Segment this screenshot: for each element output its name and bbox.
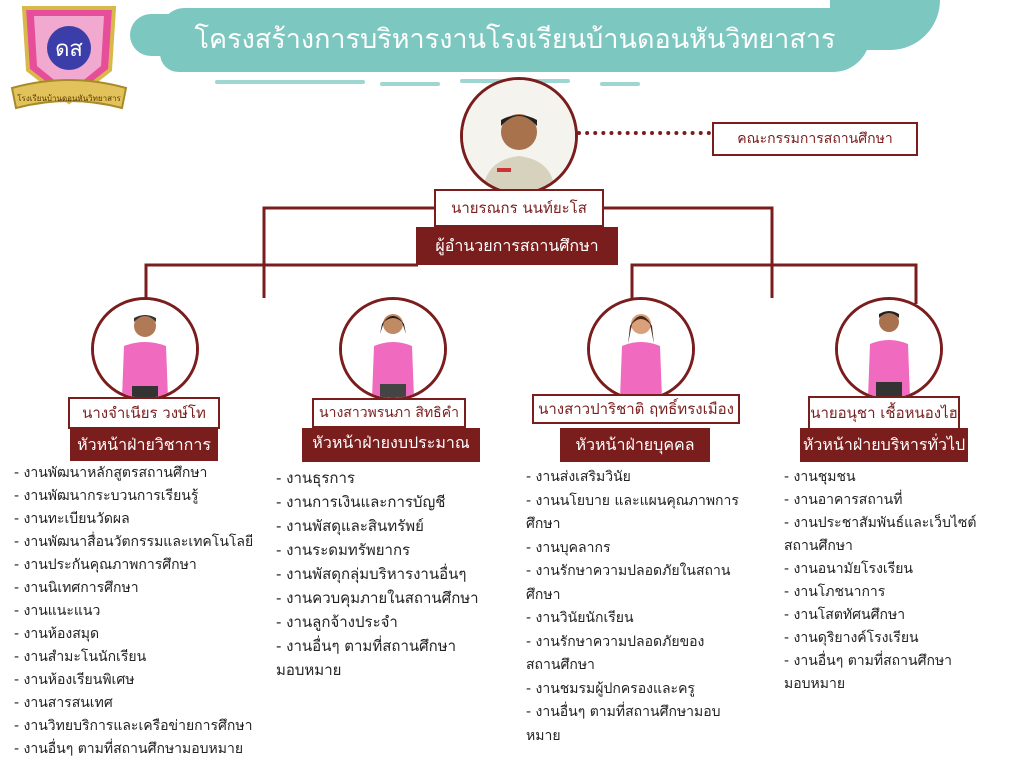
duty-item: - งานพัฒนาสื่อนวัตกรรมและเทคโนโลยี — [14, 534, 254, 550]
director-role: ผู้อำนวยการสถานศึกษา — [416, 227, 618, 265]
duty-item: - งานห้องสมุด — [14, 626, 100, 642]
duty-item: - งานโภชนาการ — [784, 584, 886, 600]
school-logo: ดส โรงเรียนบ้านดอนหันวิทยาสาร — [6, 0, 132, 118]
director-name: นายรณกร นนท์ยะโส — [434, 189, 604, 227]
logo-letters: ดส — [55, 37, 83, 62]
duty-item: - งานพัสดุและสินทรัพย์ — [276, 517, 424, 535]
duty-item: - งานอนามัยโรงเรียน — [784, 561, 913, 577]
director-photo — [460, 77, 578, 195]
department-head-name: นางสาวปาริชาติ ฤทธิ์ทรงเมือง — [532, 394, 740, 424]
board-box: คณะกรรมการสถานศึกษา — [712, 122, 918, 156]
duty-item: - งานการเงินและการบัญชี — [276, 493, 446, 511]
duty-item: - งานบุคลากร — [526, 539, 611, 556]
department-head-photo — [91, 297, 199, 401]
duty-item: ศึกษา — [526, 586, 561, 603]
logo-banner-text: โรงเรียนบ้านดอนหันวิทยาสาร — [17, 93, 121, 103]
duty-item: หมาย — [526, 727, 561, 744]
duty-item: - งานธุรการ — [276, 469, 355, 487]
duty-item: - งานประชาสัมพันธ์และเว็บไซต์ — [784, 515, 977, 531]
duty-item: - งานส่งเสริมวินัย — [526, 469, 631, 485]
department-role: หัวหน้าฝ่ายบริหารทั่วไป — [800, 428, 968, 462]
department-duty-list: - งานธุรการ - งานการเงินและการบัญชี - งา… — [276, 466, 516, 682]
department-head-name: นายอนุชา เชื้อหนองไฮ — [808, 396, 960, 430]
duty-item: - งานดุริยางค์โรงเรียน — [784, 630, 919, 646]
duty-item: - งานวินัยนักเรียน — [526, 610, 634, 626]
duty-item: - งานชุมชน — [784, 469, 856, 485]
duty-item: - งานชมรมผู้ปกครองและครู — [526, 680, 695, 697]
duty-item: - งานอื่นๆ ตามที่สถานศึกษา — [276, 637, 457, 655]
paint-splash — [380, 82, 440, 86]
paint-splash — [600, 82, 640, 86]
duty-item: - งานวิทยบริการและเครือข่ายการศึกษา — [14, 718, 253, 734]
department-head-name: นางสาวพรนภา สิทธิคำ — [312, 398, 466, 428]
department-duty-list: - งานชุมชน - งานอาคารสถานที่ - งานประชาส… — [784, 466, 1004, 696]
duty-item: - งานสารสนเทศ — [14, 695, 113, 711]
department-head-photo — [587, 297, 695, 401]
duty-item: - งานโสตทัศนศึกษา — [784, 607, 906, 623]
duty-item: - งานอื่นๆ ตามที่สถานศึกษามอบ — [526, 704, 721, 720]
department-head-photo — [339, 297, 447, 401]
duty-item: - งานระดมทรัพยากร — [276, 541, 411, 559]
board-link — [577, 131, 711, 135]
paint-splash — [215, 80, 365, 84]
duty-item: - งานพัฒนากระบวนการเรียนรู้ — [14, 488, 199, 504]
department-head-photo — [835, 297, 943, 401]
duty-item: - งานอื่นๆ ตามที่สถานศึกษา — [784, 653, 953, 669]
duty-item: - งานนโยบาย และแผนคุณภาพการ — [526, 492, 739, 509]
department-role: หัวหน้าฝ่ายวิชาการ — [70, 429, 218, 461]
duty-item: มอบหมาย — [784, 676, 846, 692]
duty-item: - งานอาคารสถานที่ — [784, 492, 903, 508]
duty-item: - งานห้องเรียนพิเศษ — [14, 672, 135, 688]
title-banner — [160, 8, 870, 72]
duty-item: - งานรักษาความปลอดภัยของ — [526, 633, 705, 650]
department-duty-list: - งานส่งเสริมวินัย - งานนโยบาย และแผนคุณ… — [526, 466, 766, 748]
duty-item: - งานแนะแนว — [14, 603, 101, 619]
department-duty-list: - งานพัฒนาหลักสูตรสถานศึกษา - งานพัฒนากร… — [14, 462, 276, 761]
duty-item: ศึกษา — [526, 516, 561, 532]
duty-item: สถานศึกษา — [784, 538, 853, 554]
department-head-name: นางจำเนียร วงษ์โท — [68, 397, 220, 429]
department-role: หัวหน้าฝ่ายงบประมาณ — [302, 428, 480, 462]
duty-item: - งานพัฒนาหลักสูตรสถานศึกษา — [14, 465, 208, 481]
duty-item: - งานพัสดุกลุ่มบริหารงานอื่นๆ — [276, 565, 467, 583]
duty-item: - งานอื่นๆ ตามที่สถานศึกษามอบหมาย — [14, 741, 244, 757]
duty-item: มอบหมาย — [276, 661, 342, 679]
duty-item: - งานประกันคุณภาพการศึกษา — [14, 557, 197, 573]
page-title: โครงสร้างการบริหารงานโรงเรียนบ้านดอนหันว… — [194, 24, 836, 55]
duty-item: - งานนิเทศการศึกษา — [14, 580, 139, 596]
duty-item: สถานศึกษา — [526, 657, 595, 673]
duty-item: - งานรักษาความปลอดภัยในสถาน — [526, 563, 731, 579]
department-role: หัวหน้าฝ่ายบุคคล — [560, 428, 710, 462]
duty-item: - งานลูกจ้างประจำ — [276, 613, 398, 631]
duty-item: - งานควบคุมภายในสถานศึกษา — [276, 589, 479, 607]
duty-item: - งานทะเบียนวัดผล — [14, 511, 130, 527]
duty-item: - งานสำมะโนนักเรียน — [14, 649, 147, 665]
